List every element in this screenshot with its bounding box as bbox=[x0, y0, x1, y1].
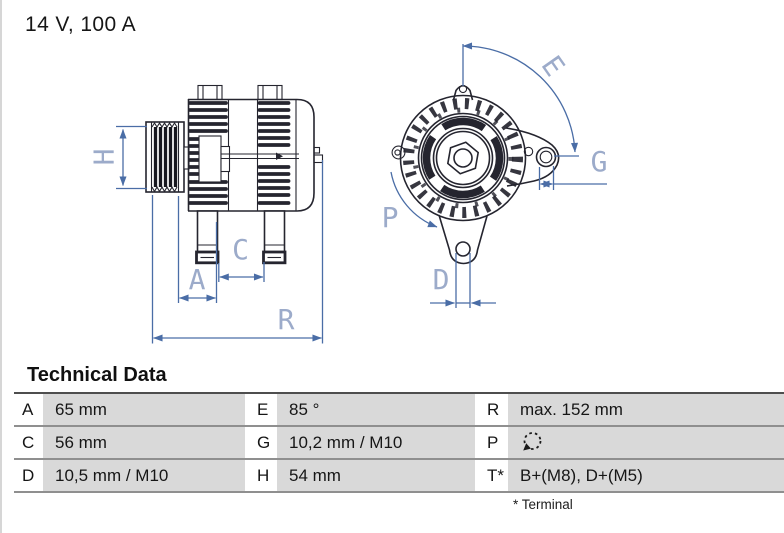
dimension-label-a: A bbox=[189, 263, 206, 296]
dimension-annotations: H A C R E G bbox=[88, 42, 608, 344]
dimension-label-g: G bbox=[591, 145, 608, 178]
rear-cover bbox=[290, 98, 324, 212]
spec-value: 56 mm bbox=[43, 427, 245, 458]
vent-slot-ring bbox=[403, 98, 523, 218]
spec-key: D bbox=[14, 460, 43, 491]
spec-key: T* bbox=[475, 460, 508, 491]
alternator-side-view bbox=[145, 84, 324, 265]
spec-key: P bbox=[475, 427, 508, 458]
dimension-label-d: D bbox=[433, 263, 450, 296]
spec-key: C bbox=[14, 427, 43, 458]
pulley bbox=[145, 121, 190, 193]
alternator-front-view bbox=[391, 84, 560, 265]
table-row: C 56 mm G 10,2 mm / M10 P bbox=[14, 427, 784, 460]
spec-value-icon-cell bbox=[508, 427, 784, 458]
table-row: A 65 mm E 85 ° R max. 152 mm bbox=[14, 394, 784, 427]
spec-value: 85 ° bbox=[277, 394, 475, 425]
table-row: D 10,5 mm / M10 H 54 mm T* B+(M8), D+(M5… bbox=[14, 460, 784, 493]
cooling-fins bbox=[188, 101, 291, 205]
spec-table: A 65 mm E 85 ° R max. 152 mm C 56 mm G 1… bbox=[14, 392, 784, 493]
left-tab bbox=[391, 145, 406, 160]
rotation-direction-arc bbox=[390, 171, 438, 228]
spec-value: 10,2 mm / M10 bbox=[277, 427, 475, 458]
table-footnote: * Terminal bbox=[513, 497, 573, 512]
spec-value: 65 mm bbox=[43, 394, 245, 425]
spec-key: H bbox=[245, 460, 277, 491]
spec-value: 10,5 mm / M10 bbox=[43, 460, 245, 491]
spec-key: E bbox=[245, 394, 277, 425]
spec-value: 54 mm bbox=[277, 460, 475, 491]
card-left-border bbox=[0, 0, 2, 533]
spec-value: max. 152 mm bbox=[508, 394, 784, 425]
dimension-label-c: C bbox=[232, 233, 249, 266]
bottom-lug bbox=[438, 214, 488, 265]
top-mounting-tabs bbox=[197, 84, 283, 101]
dimension-label-h: H bbox=[88, 149, 121, 166]
rating-text: 14 V, 100 A bbox=[25, 13, 137, 36]
dimension-label-r: R bbox=[278, 303, 295, 336]
shaft-nut bbox=[446, 141, 480, 175]
spec-key: R bbox=[475, 394, 508, 425]
technical-data-section: Technical Data A 65 mm E 85 ° R max. 152… bbox=[0, 358, 784, 533]
table-title: Technical Data bbox=[27, 364, 167, 386]
mounting-legs bbox=[195, 210, 287, 265]
spec-key: G bbox=[245, 427, 277, 458]
spec-key: A bbox=[14, 394, 43, 425]
alternator-technical-drawing: H A C R E G bbox=[88, 42, 608, 344]
terminal-stud bbox=[313, 146, 321, 154]
spec-value: B+(M8), D+(M5) bbox=[508, 460, 784, 491]
rotation-direction-icon bbox=[523, 431, 542, 450]
dimension-label-p: P bbox=[382, 201, 399, 234]
